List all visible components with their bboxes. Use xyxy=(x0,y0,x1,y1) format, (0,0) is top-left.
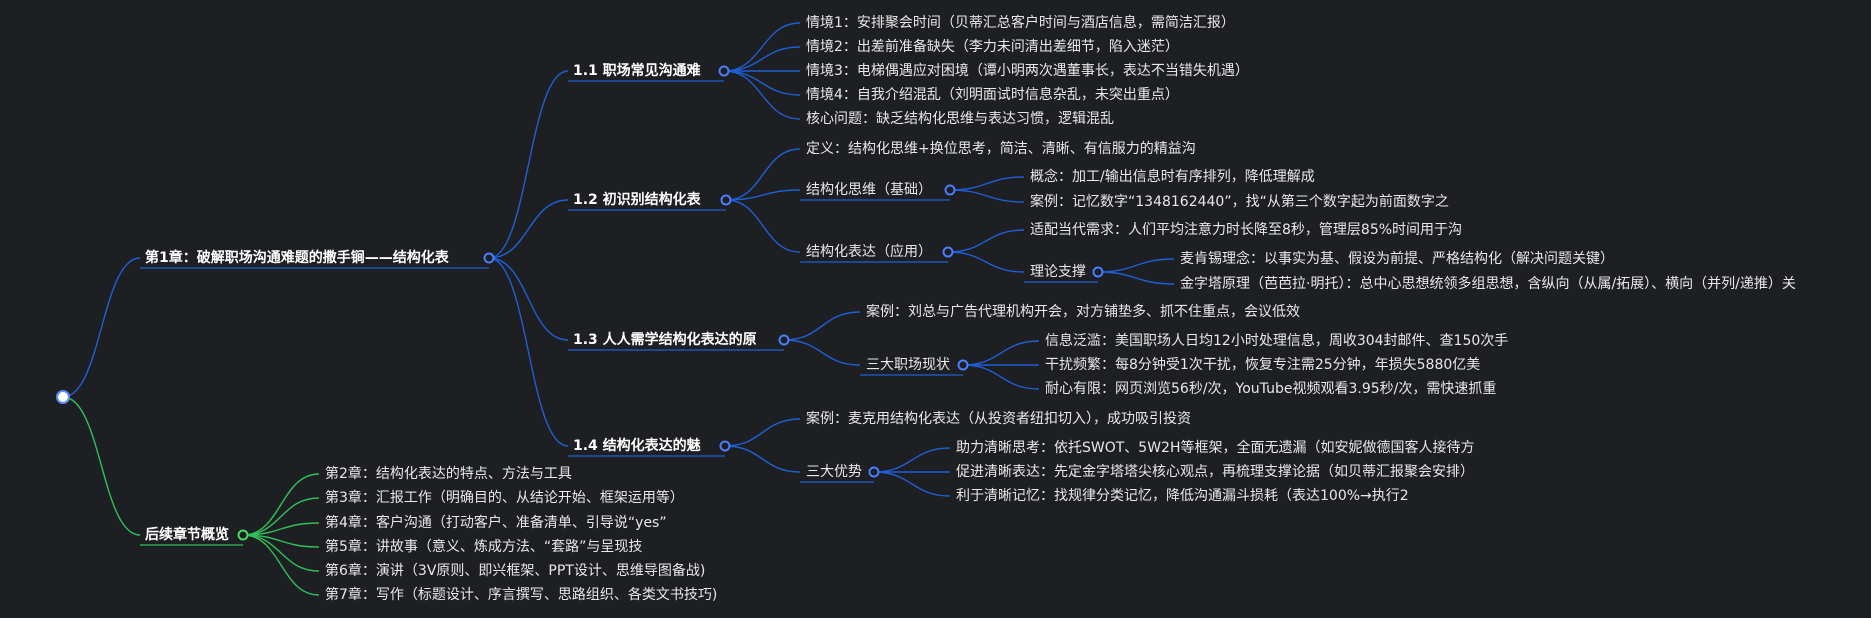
connector-line xyxy=(1097,271,1175,285)
section-1-4-case[interactable]: 案例：麦克用结构化表达（从投资者纽扣切入），成功吸引投资 xyxy=(806,411,1191,427)
later-chapter-item[interactable]: 第7章：写作（标题设计、序言撰写、思路组织、各类文书技巧) xyxy=(325,587,718,603)
section-1-2-dot[interactable] xyxy=(720,194,732,206)
connector-line xyxy=(949,189,1025,203)
later-chapter-item[interactable]: 第5章：讲故事（意义、炼成方法、“套路”与呈现技 xyxy=(325,539,643,555)
section-1-4-dot[interactable] xyxy=(719,440,731,452)
structured-expression-label[interactable]: 结构化表达（应用） xyxy=(806,244,932,260)
structured-thinking-label[interactable]: 结构化思维（基础） xyxy=(806,182,932,198)
connector-line xyxy=(783,311,861,341)
advantages-label[interactable]: 三大优势 xyxy=(806,464,862,480)
connector-line xyxy=(1097,258,1175,273)
connector-line xyxy=(962,340,1040,366)
advantages-dot[interactable] xyxy=(868,466,880,478)
workplace-status-item[interactable]: 信息泛滥：美国职场人日均12小时处理信息，周收304封邮件、查150次手 xyxy=(1045,333,1509,349)
connector-line xyxy=(873,471,951,497)
structured-thinking-dot[interactable] xyxy=(944,184,956,196)
workplace-status-item[interactable]: 干扰频繁：每8分钟受1次干扰，恢复专注需25分钟，年损失5880亿美 xyxy=(1045,357,1481,373)
chapter1-label[interactable]: 第1章：破解职场沟通难题的撒手锏——结构化表 xyxy=(145,250,449,266)
section-1-3-dot[interactable] xyxy=(778,334,790,346)
connector-line xyxy=(62,257,141,398)
workplace-status-label[interactable]: 三大职场现状 xyxy=(866,357,950,373)
connector-line xyxy=(242,497,320,536)
later-chapters-label[interactable]: 后续章节概览 xyxy=(145,527,229,543)
theory-support-dot[interactable] xyxy=(1092,266,1104,278)
connector-line xyxy=(723,22,801,72)
section-1-1-label[interactable]: 1.1 职场常见沟通难 xyxy=(573,63,701,79)
section-1-4-label[interactable]: 1.4 结构化表达的魅 xyxy=(573,438,701,454)
connector-line xyxy=(488,70,569,259)
structured-thinking-item[interactable]: 概念：加工/输出信息时有序排列，降低理解成 xyxy=(1030,169,1315,185)
section-1-1-dot[interactable] xyxy=(718,65,730,77)
connector-line xyxy=(725,199,801,253)
connector-line xyxy=(725,148,801,201)
chapter1-dot[interactable] xyxy=(483,252,495,264)
connector-line xyxy=(242,534,320,596)
theory-item[interactable]: 麦肯锡理念：以事实为基、假设为前提、严格结构化（解决问题关键） xyxy=(1180,251,1614,267)
connector-line xyxy=(783,339,861,366)
connector-line xyxy=(62,396,141,536)
advantage-item[interactable]: 利于清晰记忆：找规律分类记忆，降低沟通漏斗损耗（表达100%→执行2 xyxy=(956,488,1409,504)
structured-expression-dot[interactable] xyxy=(942,246,954,258)
workplace-status-dot[interactable] xyxy=(957,359,969,371)
later-chapter-item[interactable]: 第3章：汇报工作（明确目的、从结论开始、框架运用等） xyxy=(325,490,684,506)
section-1-1-item[interactable]: 情境2：出差前准备缺失（李力未问清出差细节，陷入迷茫） xyxy=(806,39,1179,55)
advantage-item[interactable]: 助力清晰思考：依托SWOT、5W2H等框架，全面无遗漏（如安妮做德国客人接待方 xyxy=(956,440,1475,456)
advantage-item[interactable]: 促进清晰表达：先定金字塔塔尖核心观点，再梳理支撑论据（如贝蒂汇报聚会安排） xyxy=(956,464,1474,480)
connector-line xyxy=(947,251,1025,273)
workplace-status-item[interactable]: 耐心有限：网页浏览56秒/次，YouTube视频观看3.95秒/次，需快速抓重 xyxy=(1045,381,1497,397)
section-1-1-item[interactable]: 情境3：电梯偶遇应对困境（谭小明两次遇董事长，表达不当错失机遇） xyxy=(806,63,1249,79)
connector-line xyxy=(725,189,801,201)
connector-line xyxy=(488,257,569,447)
connector-line xyxy=(723,70,801,96)
root-node[interactable] xyxy=(56,390,70,404)
later-chapter-item[interactable]: 第6章：演讲（3V原则、即兴框架、PPT设计、思维导图备战) xyxy=(325,563,706,579)
connector-line xyxy=(488,257,569,341)
connector-line xyxy=(724,418,801,447)
connector-line xyxy=(488,199,569,259)
connector-line xyxy=(242,473,320,536)
section-1-1-item[interactable]: 核心问题：缺乏结构化思维与表达习惯，逻辑混乱 xyxy=(806,111,1114,127)
expression-need[interactable]: 适配当代需求：人们平均注意力时长降至8秒，管理层85%时间用于沟 xyxy=(1030,222,1463,238)
section-1-3-label[interactable]: 1.3 人人需学结构化表达的原 xyxy=(573,332,757,348)
later-chapter-item[interactable]: 第4章：客户沟通（打动客户、准备清单、引导说“yes” xyxy=(325,515,667,531)
connector-line xyxy=(949,176,1025,191)
section-1-2-label[interactable]: 1.2 初识别结构化表 xyxy=(573,192,701,208)
connector-line xyxy=(962,364,1040,390)
connector-line xyxy=(723,70,801,120)
theory-support-label[interactable]: 理论支撑 xyxy=(1030,264,1086,280)
structured-thinking-item[interactable]: 案例：记忆数字“1348162440”，找“从第三个数字起为前面数字之 xyxy=(1030,194,1449,210)
section-1-1-item[interactable]: 情境1：安排聚会时间（贝蒂汇总客户时间与酒店信息，需简洁汇报） xyxy=(806,15,1235,31)
connector-line xyxy=(873,447,951,473)
connector-line xyxy=(724,445,801,473)
connector-line xyxy=(947,229,1025,253)
later-chapters-dot[interactable] xyxy=(237,529,249,541)
section-1-1-item[interactable]: 情境4：自我介绍混乱（刘明面试时信息杂乱，未突出重点） xyxy=(806,87,1179,103)
theory-item[interactable]: 金字塔原理（芭芭拉·明托）：总中心思想统领多组思想，含纵向（从属/拓展）、横向（… xyxy=(1180,276,1796,292)
section-1-2-definition[interactable]: 定义：结构化思维+换位思考，简洁、清晰、有信服力的精益沟 xyxy=(806,141,1196,157)
section-1-3-case[interactable]: 案例：刘总与广告代理机构开会，对方铺垫多、抓不住重点，会议低效 xyxy=(866,304,1300,320)
connector-line xyxy=(723,46,801,72)
later-chapter-item[interactable]: 第2章：结构化表达的特点、方法与工具 xyxy=(325,466,572,482)
